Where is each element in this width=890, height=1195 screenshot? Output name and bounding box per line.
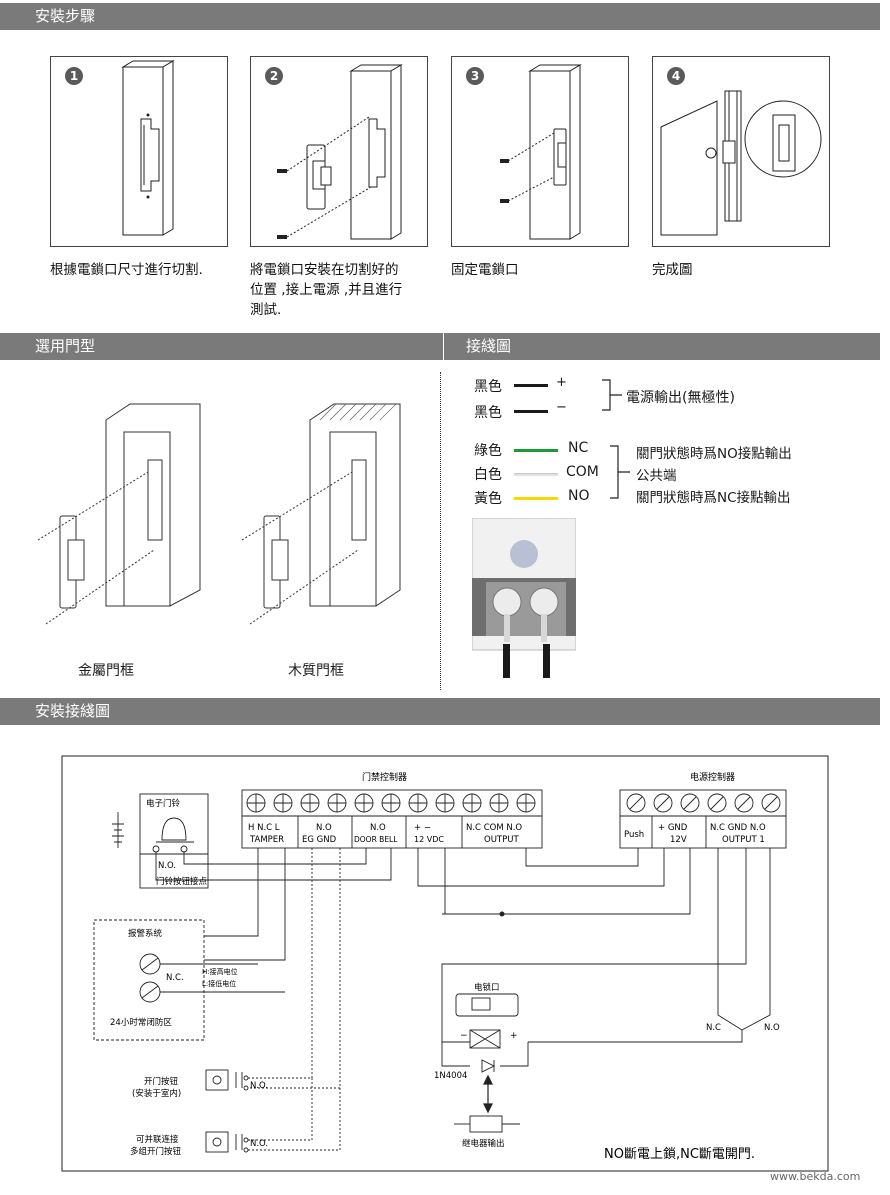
term-tamper-bottom: TAMPER [249,835,284,845]
step-3-illustration [500,64,582,240]
step-1-panel: 1 [50,56,228,247]
term-eg-bottom: EG GND [302,835,337,845]
terminal-nc-label: NC [568,440,589,456]
alarm-zone-label: 24小时常闭防区 [110,1017,172,1028]
section-bar-door-type: 選用門型 [0,333,443,360]
wire-black-1-label: 黑色 [474,379,502,395]
open-button-label-2: (安装于室内) [132,1088,181,1099]
wire-green-label: 綠色 [474,443,502,459]
install-wiring-schematic: 门禁控制器 电源控制器 H N.C L TAMPER N.O EG GND N.… [61,755,829,1172]
wire-black-2 [514,410,548,413]
wire-black-1 [514,384,548,387]
step-1-caption: 根據電鎖口尺寸進行切割. [50,262,203,278]
bell-no-label: N.O. [158,861,176,871]
term-output-bottom: OUTPUT [484,835,519,845]
term-12v-bottom: 12 VDC [414,835,444,844]
lock-plus-label: + [510,1031,518,1041]
psu-output-label: OUTPUT 1 [722,835,765,845]
open-button-label-1: 开门按钮 [144,1076,179,1087]
lock-minus-label: − [460,1031,468,1041]
wood-frame-label: 木質門框 [288,663,344,679]
alarm-system-label: 报警系统 [128,928,163,939]
wire-white [514,473,558,476]
multi-button-label-1: 可并联连接 [136,1134,179,1145]
multi-button-no-label: N.O. [250,1139,268,1149]
step-4-caption: 完成圖 [652,262,693,278]
metal-frame-label: 金屬門框 [78,663,134,679]
step-2-caption-line: 位置 ,接上電源 ,并且進行 [250,282,403,298]
power-output-note: 電源輸出(無極性) [626,390,735,406]
contact-bracket [610,445,630,499]
step-2-panel: 2 [250,56,428,247]
relay-output-label: 继电器输出 [462,1138,505,1149]
term-output-top: N.C COM N.O [466,823,522,833]
step-number: 1 [65,67,83,85]
terminal-com-label: COM [566,464,599,480]
multi-button-label-2: 多组开门按钮 [130,1146,182,1157]
step-3-caption: 固定電鎖口 [451,262,519,278]
psu-plus-gnd-label: + GND [658,823,688,833]
section-divider [440,372,441,690]
section-bar-wiring: 接綫圖 [444,333,880,360]
access-controller-label: 门禁控制器 [362,771,407,783]
wire-yellow-label: 黃色 [474,491,502,507]
step-number: 2 [265,67,283,85]
power-controller-label: 电源控制器 [690,771,735,783]
door-frames-illustration [37,403,401,625]
wire-yellow [514,497,558,500]
term-tamper-top: H N.C L [248,823,280,833]
step-2-caption: 將電鎖口安裝在切割好的 位置 ,接上電源 ,并且進行 測試. [250,260,402,320]
section-bar-install-wiring: 安裝接綫圖 [0,698,880,725]
power-bracket [602,379,622,411]
wire-green [514,449,558,452]
step-1-illustration [121,60,175,236]
no-note: 關門狀態時爲NC接點輸出 [636,490,791,506]
psu-push-label: Push [624,830,644,840]
psu-nc-label: N.C [706,1023,721,1033]
lock-terminal-photo [472,518,576,678]
psu-12v-label: 12V [670,835,687,845]
minus-sign: − [556,400,567,415]
terminal-no-label: NO [568,488,590,504]
term-bell-bottom: DOOR BELL [354,835,398,844]
step-2-caption-line: 測試. [250,302,282,318]
step-2-caption-line: 將電鎖口安裝在切割好的 [250,262,399,278]
doorbell-label: 电子门铃 [146,798,181,809]
term-12v-top: + − [414,823,431,833]
section-bar-install-steps: 安裝步驟 [0,3,880,30]
step-4-illustration [660,90,822,236]
step-number: 4 [667,67,685,85]
alarm-nc-label: N.C. [166,973,184,983]
psu-no-label: N.O [764,1023,780,1033]
com-note: 公共端 [636,468,677,484]
nc-note: 關門狀態時爲NO接點輸出 [636,446,792,462]
step-2-illustration [277,64,403,240]
step-4-panel: 4 [652,56,830,247]
term-eg-top: N.O [316,823,332,833]
step-3-panel: 3 [451,56,629,247]
alarm-l-label: L:接低电位 [202,979,236,988]
term-bell-top: N.O [370,823,386,833]
lock-label: 电锁口 [474,982,500,993]
wire-black-2-label: 黑色 [474,405,502,421]
step-number: 3 [466,67,484,85]
diode-label: 1N4004 [434,1071,467,1081]
alarm-h-label: H:接高电位 [202,967,238,976]
psu-output-top: N.C GND N.O [710,823,766,833]
lock-behavior-note: NO斷電上鎖,NC斷電開門. [604,1146,755,1162]
open-button-no-label: N.O. [250,1081,268,1091]
wire-white-label: 白色 [474,467,502,483]
watermark: www.bekda.com [770,1170,861,1183]
bell-contact-label: 门铃按钮接点 [156,876,208,887]
plus-sign: + [556,375,567,390]
